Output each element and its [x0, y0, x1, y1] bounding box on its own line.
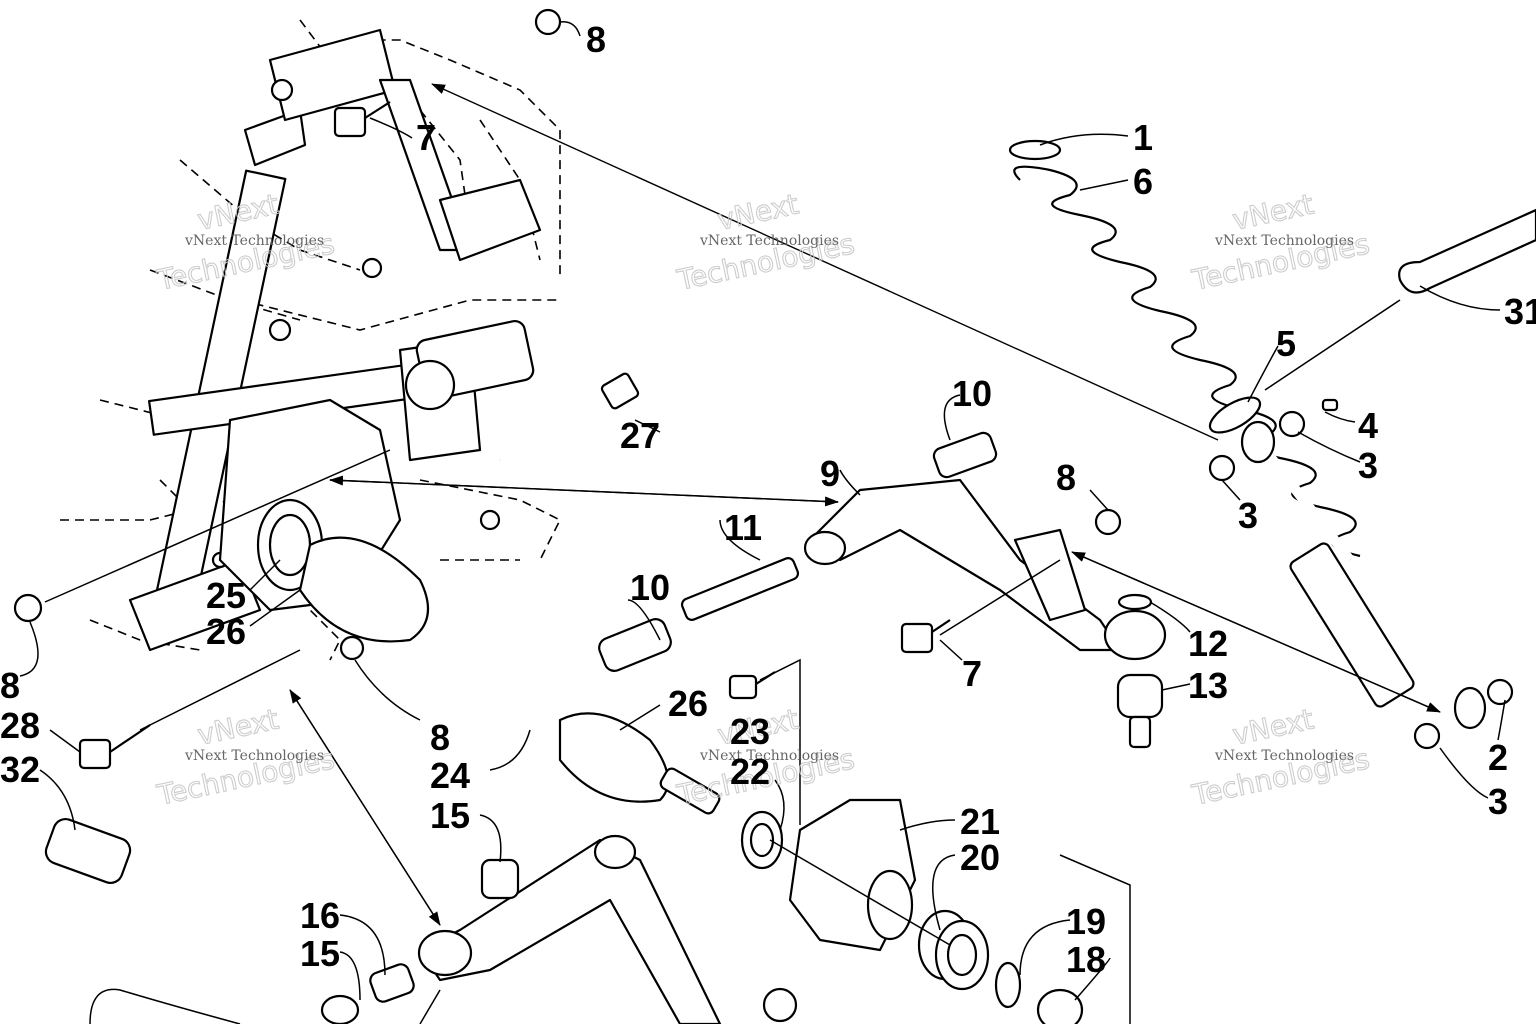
callout-8: 8	[0, 665, 20, 706]
callout-9: 9	[820, 453, 840, 494]
callout-23: 23	[730, 711, 770, 752]
callout-31: 31	[1504, 291, 1536, 332]
callout-10: 10	[952, 373, 992, 414]
callout-21: 21	[960, 801, 1000, 842]
callout-22: 22	[730, 751, 770, 792]
part-10-bushing-upper	[932, 431, 998, 479]
callout-12: 12	[1188, 623, 1228, 664]
callout-10: 10	[630, 567, 670, 608]
callout-1: 1	[1133, 117, 1153, 158]
watermark-big: vNext	[1230, 703, 1317, 752]
callout-16: 16	[300, 895, 340, 936]
watermark-big: vNext	[1230, 188, 1317, 237]
watermark-big: vNext	[195, 703, 282, 752]
callout-3: 3	[1488, 781, 1508, 822]
part-7-bolt-upper	[333, 101, 391, 138]
watermark-small: vNext Technologies	[1214, 748, 1354, 764]
callout-26: 26	[206, 611, 246, 652]
callout-6: 6	[1133, 161, 1153, 202]
watermark-small: vNext Technologies	[1214, 233, 1354, 249]
callout-3: 3	[1358, 445, 1378, 486]
callout-26: 26	[668, 683, 708, 724]
part-12-retaining-ring	[1117, 593, 1153, 611]
watermark-small: vNext Technologies	[184, 233, 324, 249]
watermark-small: vNext Technologies	[699, 233, 839, 249]
callout-labels: 1 6 5 31 4 3 3 2 3 8 7 27 10 9 8 11 10 1…	[0, 19, 1536, 980]
watermark-big: vNext	[715, 188, 802, 237]
cable-loop	[89, 988, 241, 1024]
part-21-steering-knuckle	[788, 798, 917, 952]
callout-32: 32	[0, 749, 40, 790]
callout-24: 24	[430, 755, 470, 796]
callout-25: 25	[206, 575, 246, 616]
callout-11: 11	[724, 507, 762, 548]
part-1-spring-retainer	[1008, 139, 1062, 161]
part-22-seal	[740, 810, 784, 870]
callout-20: 20	[960, 837, 1000, 878]
callout-8: 8	[586, 19, 606, 60]
callout-7: 7	[416, 117, 436, 158]
lower-a-arm	[417, 834, 798, 1024]
part-19-snap-ring	[994, 961, 1022, 1009]
callout-8: 8	[1056, 457, 1076, 498]
callout-7: 7	[962, 653, 982, 694]
part-15-16-bushings	[320, 858, 520, 1024]
part-11-pivot-shaft	[680, 557, 800, 621]
callout-18: 18	[1066, 939, 1106, 980]
shock-bushings	[1208, 398, 1514, 750]
callout-15: 15	[300, 933, 340, 974]
leader-lines	[19, 21, 1506, 1024]
callout-19: 19	[1066, 901, 1106, 942]
part-27-bolt	[499, 372, 640, 462]
part-10-bushing-lower	[598, 618, 672, 672]
part-20-wheel-bearing	[917, 909, 990, 991]
callout-2: 2	[1488, 737, 1508, 778]
callout-13: 13	[1188, 665, 1228, 706]
part-7-bolt-lower	[900, 619, 951, 654]
callout-8: 8	[430, 717, 450, 758]
callout-28: 28	[0, 705, 40, 746]
part-9-upper-a-arm	[803, 478, 1167, 661]
callout-15: 15	[430, 795, 470, 836]
part-28-bolt	[78, 724, 151, 770]
callout-27: 27	[620, 415, 660, 456]
part-32-pivot-pin	[44, 817, 132, 885]
part-8-nuts	[13, 8, 1122, 661]
callout-3: 3	[1238, 495, 1258, 536]
part-31-spanner-wrench	[1398, 208, 1536, 294]
callout-4: 4	[1358, 405, 1378, 446]
part-5-spring-seat	[1208, 396, 1262, 434]
watermark-small: vNext Technologies	[699, 748, 839, 764]
assembly-arrows	[44, 83, 1441, 946]
part-18-seal	[1036, 988, 1084, 1024]
part-13-ball-joint	[1116, 673, 1164, 749]
part-24-drive-axle	[298, 536, 721, 815]
shock-absorber	[1240, 420, 1487, 730]
callout-5: 5	[1276, 323, 1296, 364]
watermark-small: vNext Technologies	[184, 748, 324, 764]
